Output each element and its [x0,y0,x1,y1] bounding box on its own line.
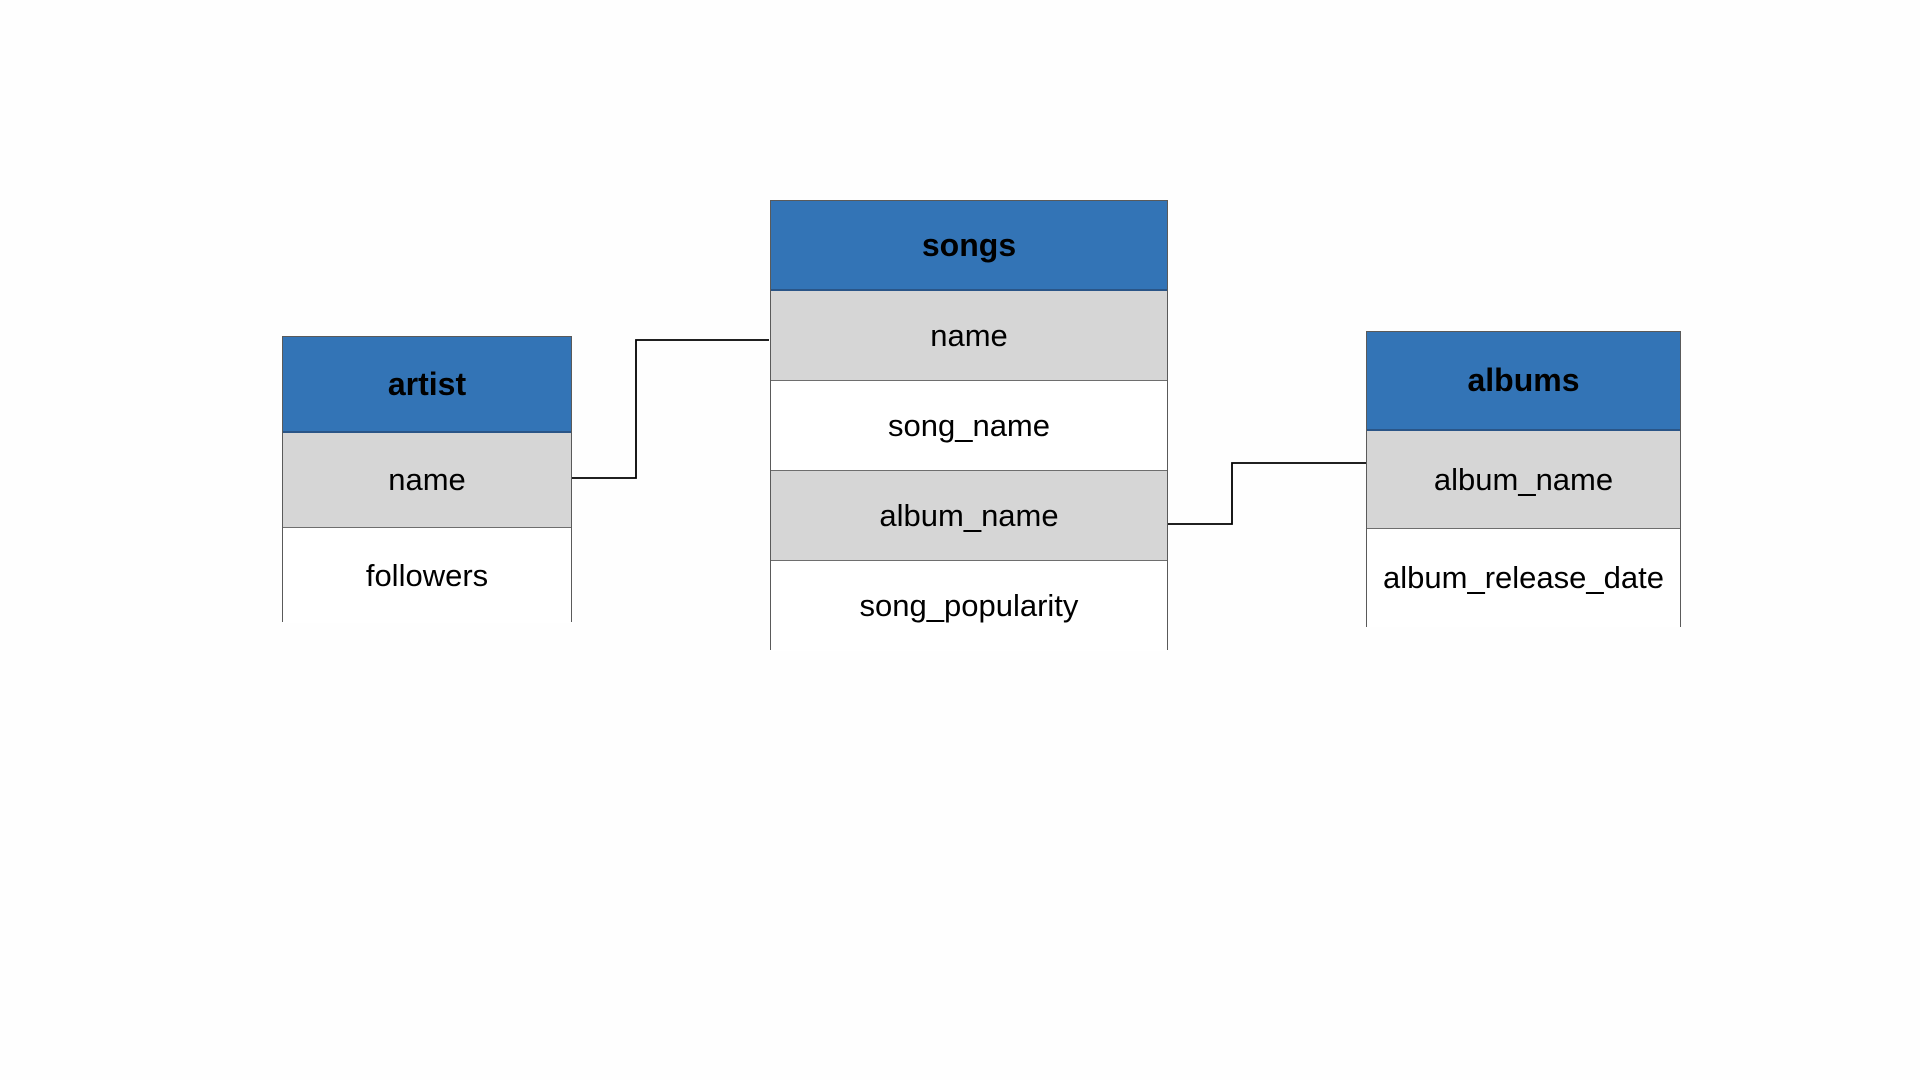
field-songs-song-popularity[interactable]: song_popularity [771,561,1167,651]
table-albums[interactable]: albums album_name album_release_date [1366,331,1681,627]
table-artist[interactable]: artist name followers [282,336,572,623]
field-songs-album-name[interactable]: album_name [771,471,1167,561]
table-songs-header: songs [771,201,1167,291]
field-artist-name[interactable]: name [283,433,571,528]
table-albums-header: albums [1367,332,1680,431]
connector-songs-albums [1168,462,1367,525]
field-songs-name[interactable]: name [771,291,1167,381]
table-songs[interactable]: songs name song_name album_name song_pop… [770,200,1168,651]
table-artist-header: artist [283,337,571,433]
field-artist-followers[interactable]: followers [283,528,571,623]
field-albums-album-release-date[interactable]: album_release_date [1367,529,1680,627]
field-songs-song-name[interactable]: song_name [771,381,1167,471]
field-albums-album-name[interactable]: album_name [1367,431,1680,529]
connector-artist-songs [572,339,769,479]
